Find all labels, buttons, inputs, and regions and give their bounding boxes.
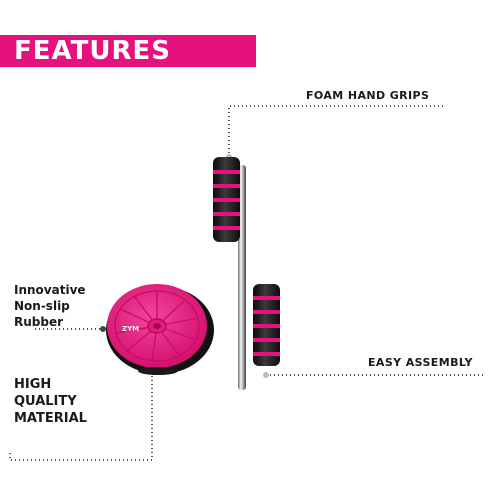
rubber-leader-dot (100, 326, 106, 332)
features-title: FEATURES (14, 36, 171, 66)
foam-grips-label: FOAM HAND GRIPS (306, 89, 430, 102)
upper-foam-grip (213, 157, 240, 242)
wheel-logo: ZYM (122, 325, 139, 333)
easy-assembly-leader-dot (263, 372, 269, 378)
rubber-label: Innovative Non-slip Rubber (14, 282, 86, 330)
material-label-line-2: QUALITY (14, 394, 77, 409)
features-banner (0, 35, 256, 67)
roller-wheel (106, 284, 214, 375)
foam-grips-leader (228, 105, 445, 157)
rubber-label-line-3: Rubber (14, 315, 64, 329)
lower-foam-grip (253, 284, 280, 366)
rubber-label-line-2: Non-slip (14, 299, 70, 313)
easy-assembly-label: EASY ASSEMBLY (368, 356, 473, 369)
rubber-label-line-1: Innovative (14, 283, 86, 297)
material-label-line-1: HIGH (14, 377, 52, 392)
material-label-line-3: MATERIAL (14, 411, 87, 426)
material-label: HIGH QUALITY MATERIAL (14, 376, 87, 427)
